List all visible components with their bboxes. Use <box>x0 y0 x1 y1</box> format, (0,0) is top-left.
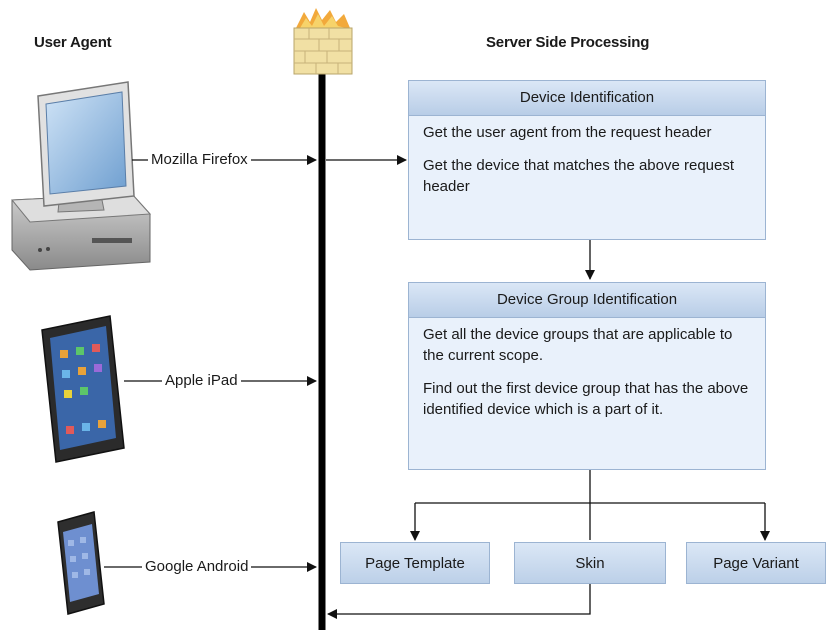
smartphone-icon <box>57 511 105 615</box>
device-group-identification-title: Device Group Identification <box>409 283 765 318</box>
device-label-firefox: Mozilla Firefox <box>148 151 251 169</box>
page-template-box: Page Template <box>340 542 490 584</box>
device-group-identification-box: Device Group Identification Get all the … <box>408 282 766 470</box>
firewall-icon <box>293 8 353 75</box>
device-identification-step: Get the user agent from the request head… <box>423 124 712 141</box>
skin-box: Skin <box>514 542 666 584</box>
server-side-heading: Server Side Processing <box>486 34 650 51</box>
device-identification-step: Get the device that matches the above re… <box>423 157 735 195</box>
device-identification-title: Device Identification <box>409 81 765 116</box>
device-identification-box: Device Identification Get the user agent… <box>408 80 766 240</box>
device-label-ipad: Apple iPad <box>162 372 241 390</box>
device-group-step: Get all the device groups that are appli… <box>423 326 733 364</box>
device-label-android: Google Android <box>142 558 252 576</box>
skin-return-arrow <box>327 583 591 619</box>
tablet-icon <box>41 315 125 463</box>
desktop-computer-icon <box>10 81 152 271</box>
device-group-step: Find out the first device group that has… <box>423 380 749 418</box>
page-variant-box: Page Variant <box>686 542 826 584</box>
user-agent-heading: User Agent <box>34 34 112 51</box>
